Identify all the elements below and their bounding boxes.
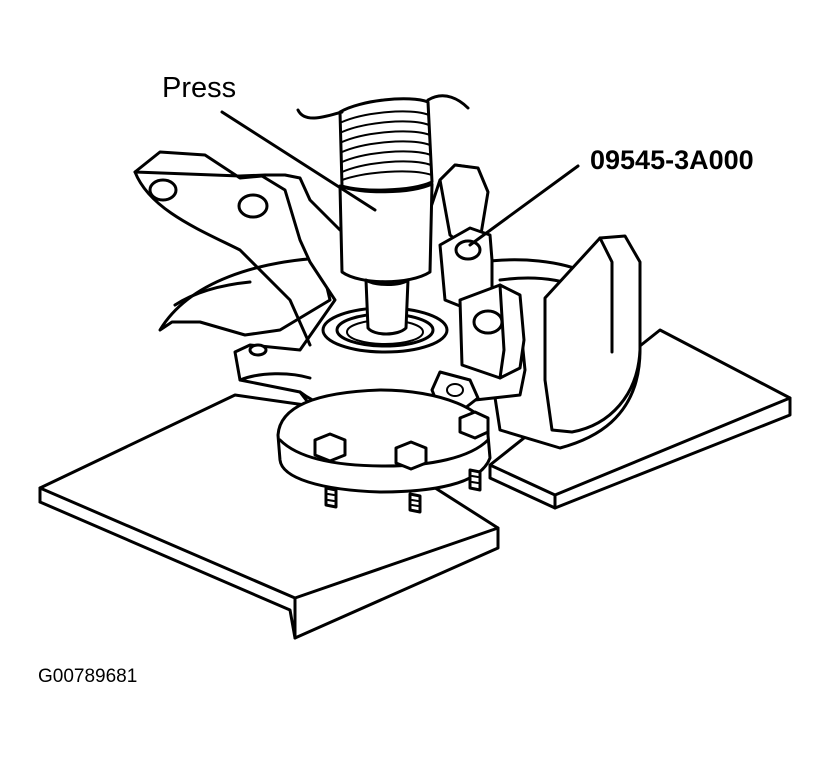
- press-label: Press: [162, 72, 237, 104]
- hub-flange: [276, 388, 492, 514]
- figure-id-label: G00789681: [38, 666, 138, 687]
- right-support-block: [488, 328, 792, 510]
- press-leader-line: [220, 110, 377, 212]
- tool-number-label: 09545-3A000: [590, 145, 754, 175]
- leader-lines: [220, 110, 580, 247]
- press-ram: [296, 94, 470, 336]
- caliper-bracket-right: [543, 234, 642, 434]
- tool-leader-line: [468, 164, 580, 247]
